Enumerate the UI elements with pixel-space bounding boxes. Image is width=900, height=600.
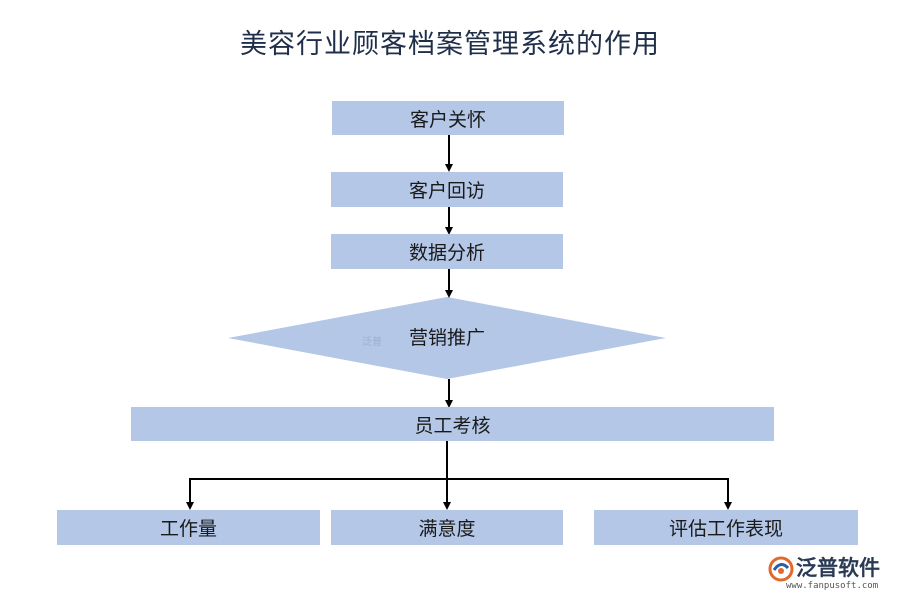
node-staff-assessment: 员工考核 [131,407,774,441]
node-satisfaction: 满意度 [331,510,563,545]
marketing-diamond [228,297,666,379]
node-customer-care: 客户关怀 [332,101,564,135]
node-workload: 工作量 [57,510,320,545]
logo-swirl-icon [768,556,794,582]
node-marketing-label: 营销推广 [408,326,485,349]
page-title: 美容行业顾客档案管理系统的作用 [240,29,660,60]
logo-name: 泛普软件 [796,556,880,580]
node-performance-evaluation: 评估工作表现 [594,510,858,545]
node-data-analysis: 数据分析 [331,234,563,269]
node-customer-visit: 客户回访 [331,172,563,207]
watermark-text: 泛普 [362,337,382,348]
brand-logo: 泛普软件 www.fanpusoft.com [768,552,893,596]
logo-url: www.fanpusoft.com [786,581,879,591]
